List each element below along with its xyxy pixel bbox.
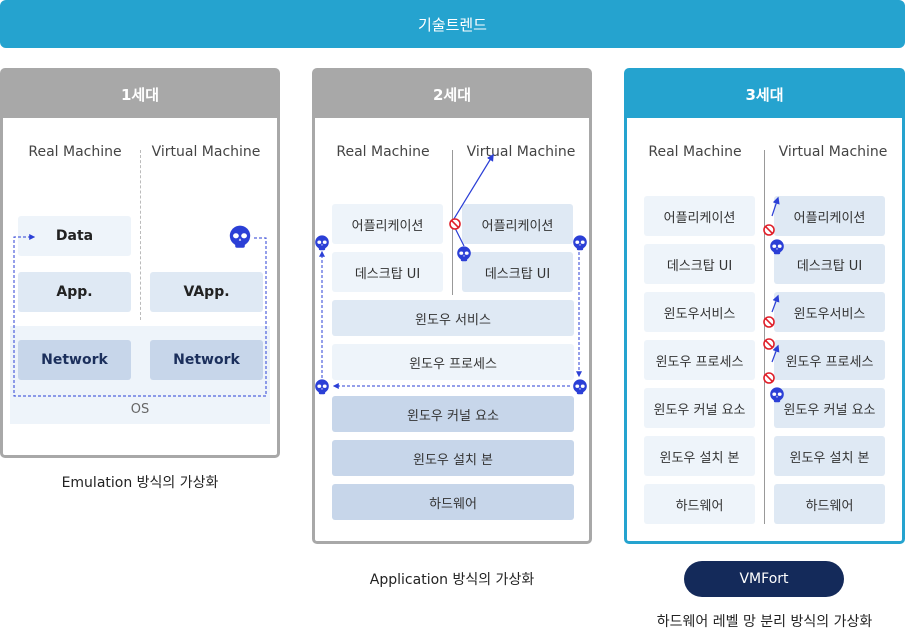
gen2-caption: Application 방식의 가상화 [369, 572, 535, 588]
no-entry-icon [449, 215, 461, 230]
no-entry-icon [763, 221, 775, 236]
malware-skull-icon [456, 246, 472, 262]
gen2-shared-services: 윈도우 서비스 [332, 300, 574, 336]
gen3-virt-services: 윈도우서비스 [774, 292, 885, 332]
gen1-os-label: OS [130, 402, 150, 417]
gen1-virt-network: Network [150, 340, 263, 380]
malware-skull-icon [572, 379, 588, 395]
gen3-virt-app: 어플리케이션 [774, 196, 885, 236]
gen1-divider [140, 150, 141, 320]
gen1-virtual-label: Virtual Machine [151, 144, 261, 160]
gen1-real-network: Network [18, 340, 131, 380]
malware-skull-icon [769, 239, 785, 255]
gen1-virt-app: VApp. [150, 272, 263, 312]
gen3-real-label: Real Machine [648, 144, 742, 160]
gen3-virt-kernel: 윈도우 커널 요소 [774, 388, 885, 428]
gen2-virt-desktop: 데스크탑 UI [462, 252, 573, 292]
tech-trend-banner: 기술트렌드 [0, 0, 905, 48]
vmfort-badge: VMFort [684, 561, 844, 597]
gen3-virtual-label: Virtual Machine [778, 144, 888, 160]
no-entry-icon [763, 313, 775, 328]
gen3-real-desktop: 데스크탑 UI [644, 244, 755, 284]
gen3-caption: 하드웨어 레벨 망 분리 방식의 가상화 [656, 614, 873, 629]
gen2-real-app: 어플리케이션 [332, 204, 443, 244]
gen3-title: 3세대 [627, 71, 902, 118]
gen3-virt-process: 윈도우 프로세스 [774, 340, 885, 380]
gen3-real-hardware: 하드웨어 [644, 484, 755, 524]
gen1-real-label: Real Machine [28, 144, 122, 160]
no-entry-icon [763, 335, 775, 350]
gen3-virt-install: 윈도우 설치 본 [774, 436, 885, 476]
gen2-shared-install: 윈도우 설치 본 [332, 440, 574, 476]
gen2-real-label: Real Machine [336, 144, 430, 160]
no-entry-icon [763, 369, 775, 384]
gen3-virt-hardware: 하드웨어 [774, 484, 885, 524]
gen2-virt-app: 어플리케이션 [462, 204, 573, 244]
gen1-real-app: App. [18, 272, 131, 312]
gen3-divider [764, 150, 765, 524]
gen1-title: 1세대 [3, 71, 277, 118]
gen3-real-app: 어플리케이션 [644, 196, 755, 236]
gen2-real-desktop: 데스크탑 UI [332, 252, 443, 292]
gen2-shared-process: 윈도우 프로세스 [332, 344, 574, 380]
malware-skull-icon [314, 379, 330, 395]
malware-skull-icon [314, 235, 330, 251]
gen2-title: 2세대 [315, 71, 589, 118]
gen3-virt-desktop: 데스크탑 UI [774, 244, 885, 284]
gen3-real-services: 윈도우서비스 [644, 292, 755, 332]
malware-skull-icon [572, 235, 588, 251]
gen3-real-process: 윈도우 프로세스 [644, 340, 755, 380]
malware-skull-icon [228, 225, 252, 249]
gen1-caption: Emulation 방식의 가상화 [61, 475, 219, 491]
gen2-shared-hardware: 하드웨어 [332, 484, 574, 520]
gen2-virtual-label: Virtual Machine [466, 144, 576, 160]
gen3-real-install: 윈도우 설치 본 [644, 436, 755, 476]
malware-skull-icon [769, 387, 785, 403]
gen2-shared-kernel: 윈도우 커널 요소 [332, 396, 574, 432]
gen1-real-data: Data [18, 216, 131, 256]
gen3-real-kernel: 윈도우 커널 요소 [644, 388, 755, 428]
